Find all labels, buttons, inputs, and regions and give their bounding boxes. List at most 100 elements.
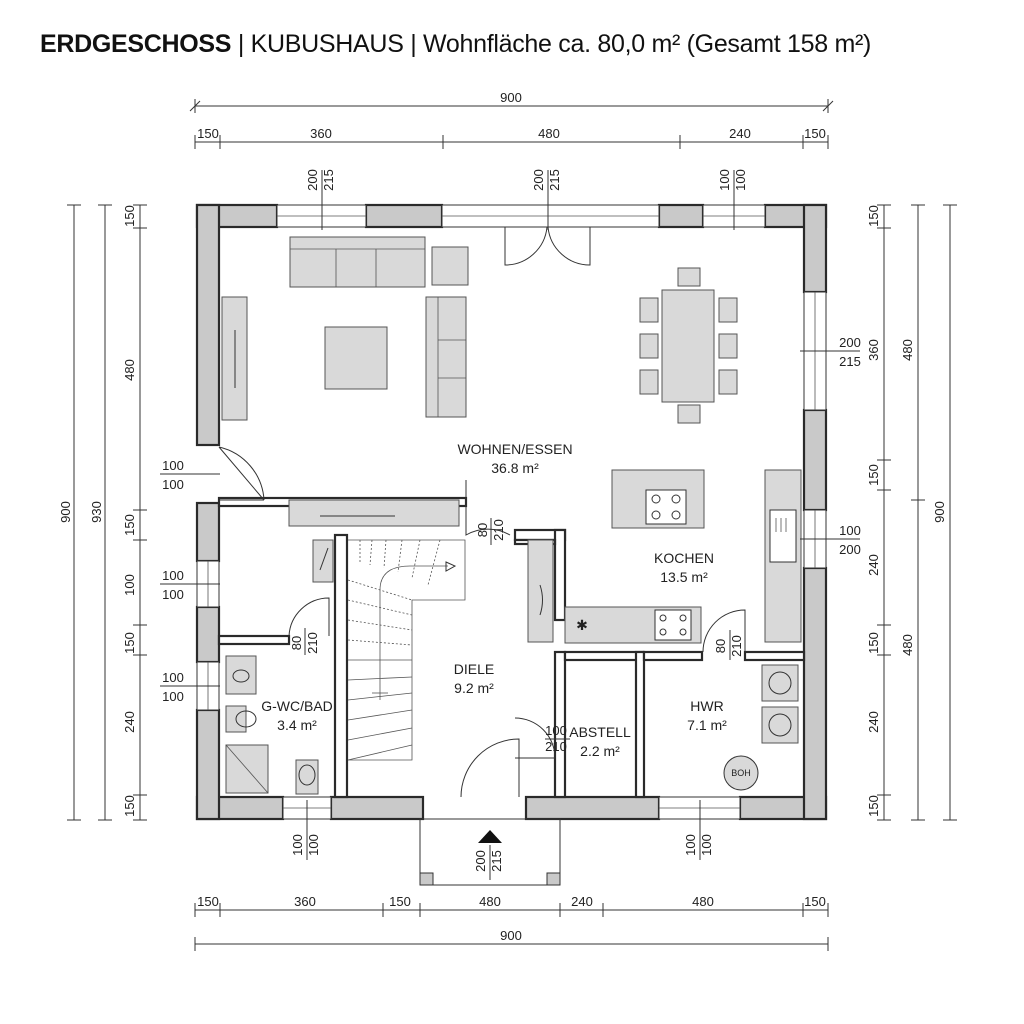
opening-bot2-b: 215 [489,850,504,872]
dim-right-b: 360 [866,339,881,361]
dimensions-right: 900 480 480 150 360 150 240 150 240 150 [866,204,957,821]
dining-table [661,289,715,403]
room-abstell-name: ABSTELL [569,724,631,740]
dimensions-top: 900 150 360 480 240 150 [189,90,834,149]
dim-left-g: 150 [122,795,137,817]
dryer-icon [761,706,799,744]
room-kochen-name: KOCHEN [654,550,714,566]
dim-right-h: 240 [866,711,881,733]
dim-right-g: 480 [900,634,915,656]
door-wc-b: 210 [305,632,320,654]
dim-right-d: 150 [866,464,881,486]
dim-bot-c: 150 [389,894,411,909]
dim-left-f: 240 [122,711,137,733]
boiler-icon [723,755,759,791]
room-wc-area: 3.4 m² [277,717,317,733]
door-hwr [702,609,746,653]
room-labels: WOHNEN/ESSEN 36.8 m² KOCHEN 13.5 m² DIEL… [261,441,727,759]
opening-bot2-a: 200 [473,850,488,872]
opening-right1-a: 200 [839,335,861,350]
opening-top1-b: 215 [321,169,336,191]
room-wohnen-area: 36.8 m² [491,460,539,476]
dim-left-a: 150 [122,205,137,227]
dim-left-e: 150 [122,632,137,654]
doors [218,226,746,798]
door-abstell-a: 100 [545,723,567,738]
oven-icon [654,609,692,641]
room-hwr-area: 7.1 m² [687,717,727,733]
room-abstell-area: 2.2 m² [580,743,620,759]
opening-right2-b: 200 [839,542,861,557]
armchair [431,246,469,286]
opening-bot1-a: 100 [290,834,305,856]
entrance-canopy [419,818,561,886]
door-left-exterior [218,446,265,501]
dim-right-total1: 900 [932,501,947,523]
boiler-label: BOH [731,768,751,778]
door-terrace-left [504,226,548,266]
title-floor: ERDGESCHOSS [40,30,232,58]
title-details: | KUBUSHAUS | Wohnfläche ca. 80,0 m² (Ge… [231,30,872,58]
dim-bot-a: 150 [197,894,219,909]
fridge-star-icon: ✱ [576,617,588,633]
door-hwr-b: 210 [729,635,744,657]
dimensions-left: 900 930 150 480 150 100 150 240 150 [58,204,147,821]
dimensions-bottom: 150 360 150 480 240 480 150 900 [194,894,829,951]
dim-top-d: 240 [729,126,751,141]
dim-right-e: 240 [866,554,881,576]
washbasin-icon [225,655,257,695]
opening-bot1-b: 100 [306,834,321,856]
opening-right2-a: 100 [839,523,861,538]
door-wohnen-a: 80 [475,523,490,537]
opening-left2-b: 100 [162,587,184,602]
dim-bot-d: 480 [479,894,501,909]
dim-bot-e: 240 [571,894,593,909]
opening-top2-a: 200 [531,169,546,191]
opening-top3-a: 100 [717,169,732,191]
room-diele-area: 9.2 m² [454,680,494,696]
door-entrance [460,738,520,798]
dim-top-b: 360 [310,126,332,141]
dim-bot-b: 360 [294,894,316,909]
dim-left-d: 100 [122,574,137,596]
coffee-table [324,326,388,390]
hallway-wardrobe [527,539,554,643]
washer-icon [761,664,799,702]
room-wohnen-name: WOHNEN/ESSEN [457,441,572,457]
page-title: ERDGESCHOSS | KUBUSHAUS | Wohnfläche ca.… [40,30,871,59]
dim-bot-g: 150 [804,894,826,909]
opening-bot3-a: 100 [683,834,698,856]
furniture: ✱ BOH [221,236,802,795]
room-wc-name: G-WC/BAD [261,698,333,714]
sofa [289,236,426,288]
dim-right-c: 480 [900,339,915,361]
opening-left1-a: 100 [162,458,184,473]
dim-bot-f: 480 [692,894,714,909]
room-diele-name: DIELE [454,661,494,677]
dim-left-c: 150 [122,514,137,536]
door-terrace-right [547,226,591,266]
windows [196,204,827,820]
exterior-walls [195,203,828,821]
dim-right-i: 150 [866,795,881,817]
opening-bot3-b: 100 [699,834,714,856]
door-hwr-a: 80 [713,639,728,653]
dim-top-c: 480 [538,126,560,141]
dim-left-total2: 930 [89,501,104,523]
opening-top3-b: 100 [733,169,748,191]
dim-right-a: 150 [866,205,881,227]
opening-left3-a: 100 [162,670,184,685]
opening-right1-b: 215 [839,354,861,369]
door-abstell [514,717,556,759]
opening-top2-b: 215 [547,169,562,191]
dim-top-e: 150 [804,126,826,141]
opening-left2-a: 100 [162,568,184,583]
opening-left1-b: 100 [162,477,184,492]
dim-bot-total: 900 [500,928,522,943]
cooktop-icon [645,489,687,525]
dim-top-a: 150 [197,126,219,141]
room-kochen-area: 13.5 m² [660,569,708,585]
staircase [347,539,466,761]
door-wc [288,597,330,637]
